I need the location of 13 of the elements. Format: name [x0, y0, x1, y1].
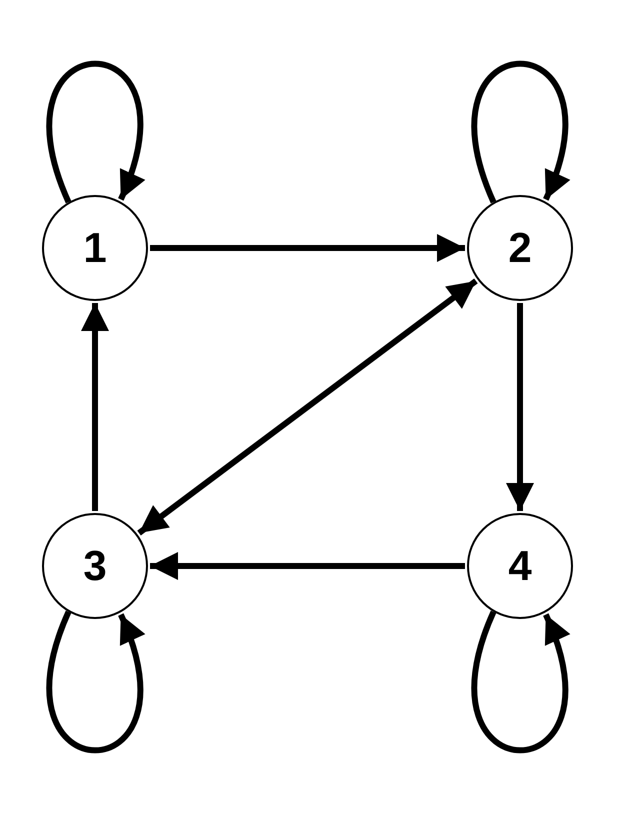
arrow [137, 278, 478, 536]
arrow [506, 303, 534, 511]
self-loop-arrow [471, 60, 569, 204]
state-number: 3 [83, 545, 107, 587]
arrow [150, 234, 465, 262]
self-loop-arrow [471, 610, 569, 754]
state-number: 2 [508, 227, 532, 269]
arrow [150, 552, 465, 580]
state-number: 1 [83, 227, 107, 269]
state-number: 4 [508, 545, 532, 587]
arrow [81, 303, 109, 511]
self-loop-arrow [46, 610, 144, 754]
self-loop-arrow [46, 60, 144, 204]
